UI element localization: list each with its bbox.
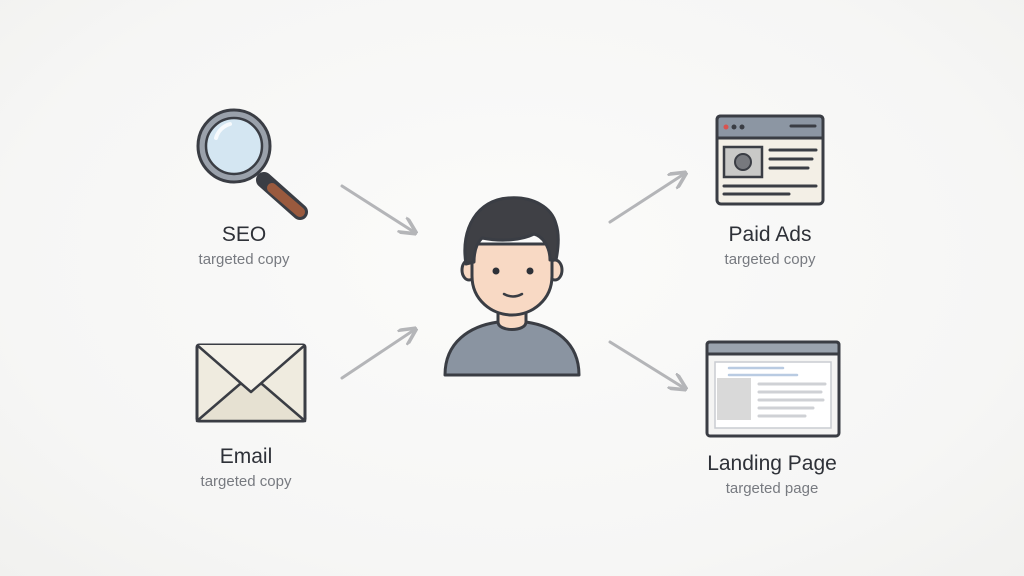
arrow-person-to-paid-ads: [608, 174, 684, 224]
envelope-icon: [194, 342, 308, 426]
person-avatar-icon: [442, 194, 582, 378]
email-label-group: Email targeted copy: [166, 444, 326, 493]
magnifying-glass-icon: [192, 104, 312, 224]
seo-subtitle: targeted copy: [198, 251, 290, 268]
email-title: Email: [219, 445, 273, 468]
paid-ads-title: Paid Ads: [728, 223, 812, 246]
seo-title: SEO: [221, 223, 267, 246]
landing-page-title: Landing Page: [707, 452, 837, 475]
email-subtitle: targeted copy: [200, 473, 292, 490]
arrow-email-to-person: [340, 330, 414, 380]
arrow-person-to-landing-page: [608, 340, 684, 388]
landing-page-subtitle: targeted page: [725, 480, 819, 497]
paid-ads-subtitle: targeted copy: [724, 251, 816, 268]
landing-page-label-group: Landing Page targeted page: [682, 451, 862, 500]
ad-browser-window-icon: [715, 114, 825, 206]
arrow-seo-to-person: [340, 184, 414, 232]
landing-page-browser-icon: [705, 340, 841, 438]
seo-label-group: SEO targeted copy: [164, 222, 324, 271]
paid-ads-label-group: Paid Ads targeted copy: [690, 222, 850, 271]
